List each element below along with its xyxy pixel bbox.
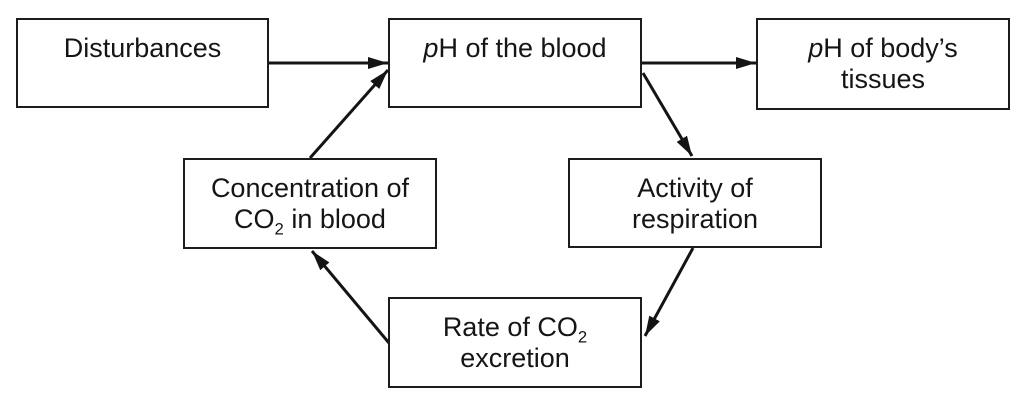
ph-italic-p: p (423, 33, 439, 63)
arrow-respiration-to-co2_excretion (643, 247, 695, 337)
node-disturbances: Disturbances (16, 18, 269, 108)
ph-tissues-label-rest: H of body’s (823, 33, 958, 63)
node-ph-of-the-blood-label: pH of the blood (390, 33, 640, 64)
arrow-ph_blood-to-respiration (641, 72, 694, 157)
co2-subscript: 2 (577, 327, 588, 347)
node-co2-excretion-line1: Rate of CO2 (390, 312, 640, 347)
node-ph-of-the-blood: pH of the blood (388, 18, 642, 108)
node-respiration-line2: respiration (631, 204, 759, 234)
ph-italic-p: p (808, 33, 824, 63)
co2-formula-pre: Rate of CO (442, 312, 578, 342)
co2-formula-pre: CO (234, 204, 275, 234)
node-concentration-of-co2-in-blood: Concentration of CO2 in blood (183, 158, 437, 249)
ph-blood-label-rest: H of the blood (438, 33, 607, 63)
node-co2-blood-line1: Concentration of (210, 173, 410, 203)
arrow-co2_blood-to-ph_blood (308, 69, 390, 159)
node-disturbances-label: Disturbances (63, 33, 222, 63)
node-rate-of-co2-excretion: Rate of CO2 excretion (388, 297, 642, 388)
node-co2-excretion-line2: excretion (460, 343, 570, 373)
arrow-co2_excretion-to-co2_blood (310, 250, 391, 344)
co2-formula-post: in blood (283, 204, 386, 234)
node-ph-tissues-line2: tissues (840, 64, 926, 94)
node-ph-tissues-line1: pH of body’s (758, 33, 1008, 64)
node-ph-of-bodys-tissues: pH of body’s tissues (756, 18, 1010, 110)
node-activity-of-respiration: Activity of respiration (568, 158, 822, 248)
node-co2-blood-line2: CO2 in blood (185, 204, 435, 239)
co2-subscript: 2 (274, 219, 284, 239)
node-respiration-line1: Activity of (637, 173, 753, 203)
